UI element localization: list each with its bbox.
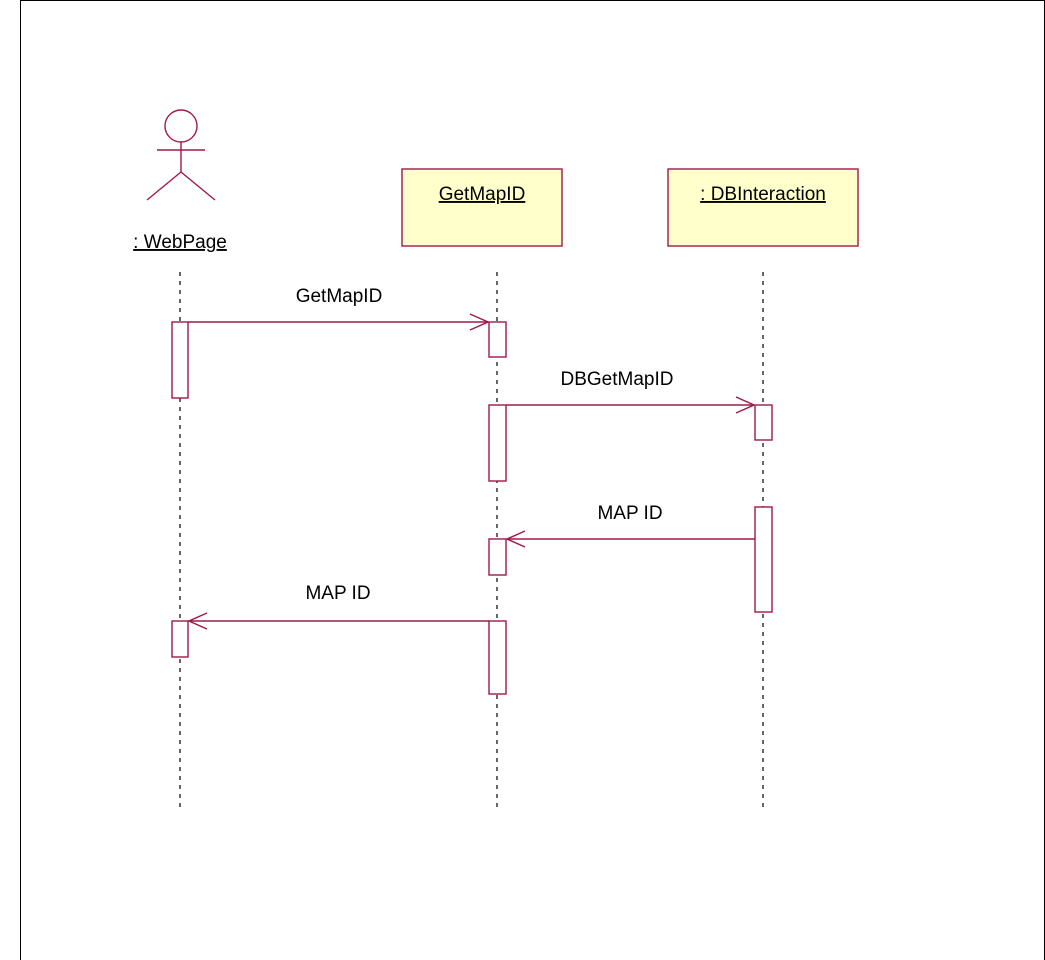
message-label-3: MAP ID (597, 503, 662, 524)
message-label-1: GetMapID (296, 286, 383, 307)
actor-label: : WebPage (133, 232, 227, 253)
object-label-getmapid: GetMapID (439, 184, 526, 205)
activation-dbinteraction-2 (754, 506, 773, 613)
activation-getmapid-1 (488, 321, 507, 358)
message-label-4: MAP ID (305, 583, 370, 604)
stick-figure-icon (146, 109, 216, 201)
activation-webpage-1 (171, 321, 189, 399)
object-box-getmapid: GetMapID (401, 168, 563, 247)
activation-dbinteraction-1 (754, 404, 773, 441)
activation-getmapid-2 (488, 404, 507, 482)
object-box-dbinteraction: : DBInteraction (667, 168, 859, 247)
activation-getmapid-3 (488, 538, 507, 576)
activation-webpage-2 (171, 620, 189, 658)
message-label-2: DBGetMapID (561, 369, 674, 390)
activation-getmapid-4 (488, 620, 507, 695)
object-label-dbinteraction: : DBInteraction (700, 184, 826, 205)
